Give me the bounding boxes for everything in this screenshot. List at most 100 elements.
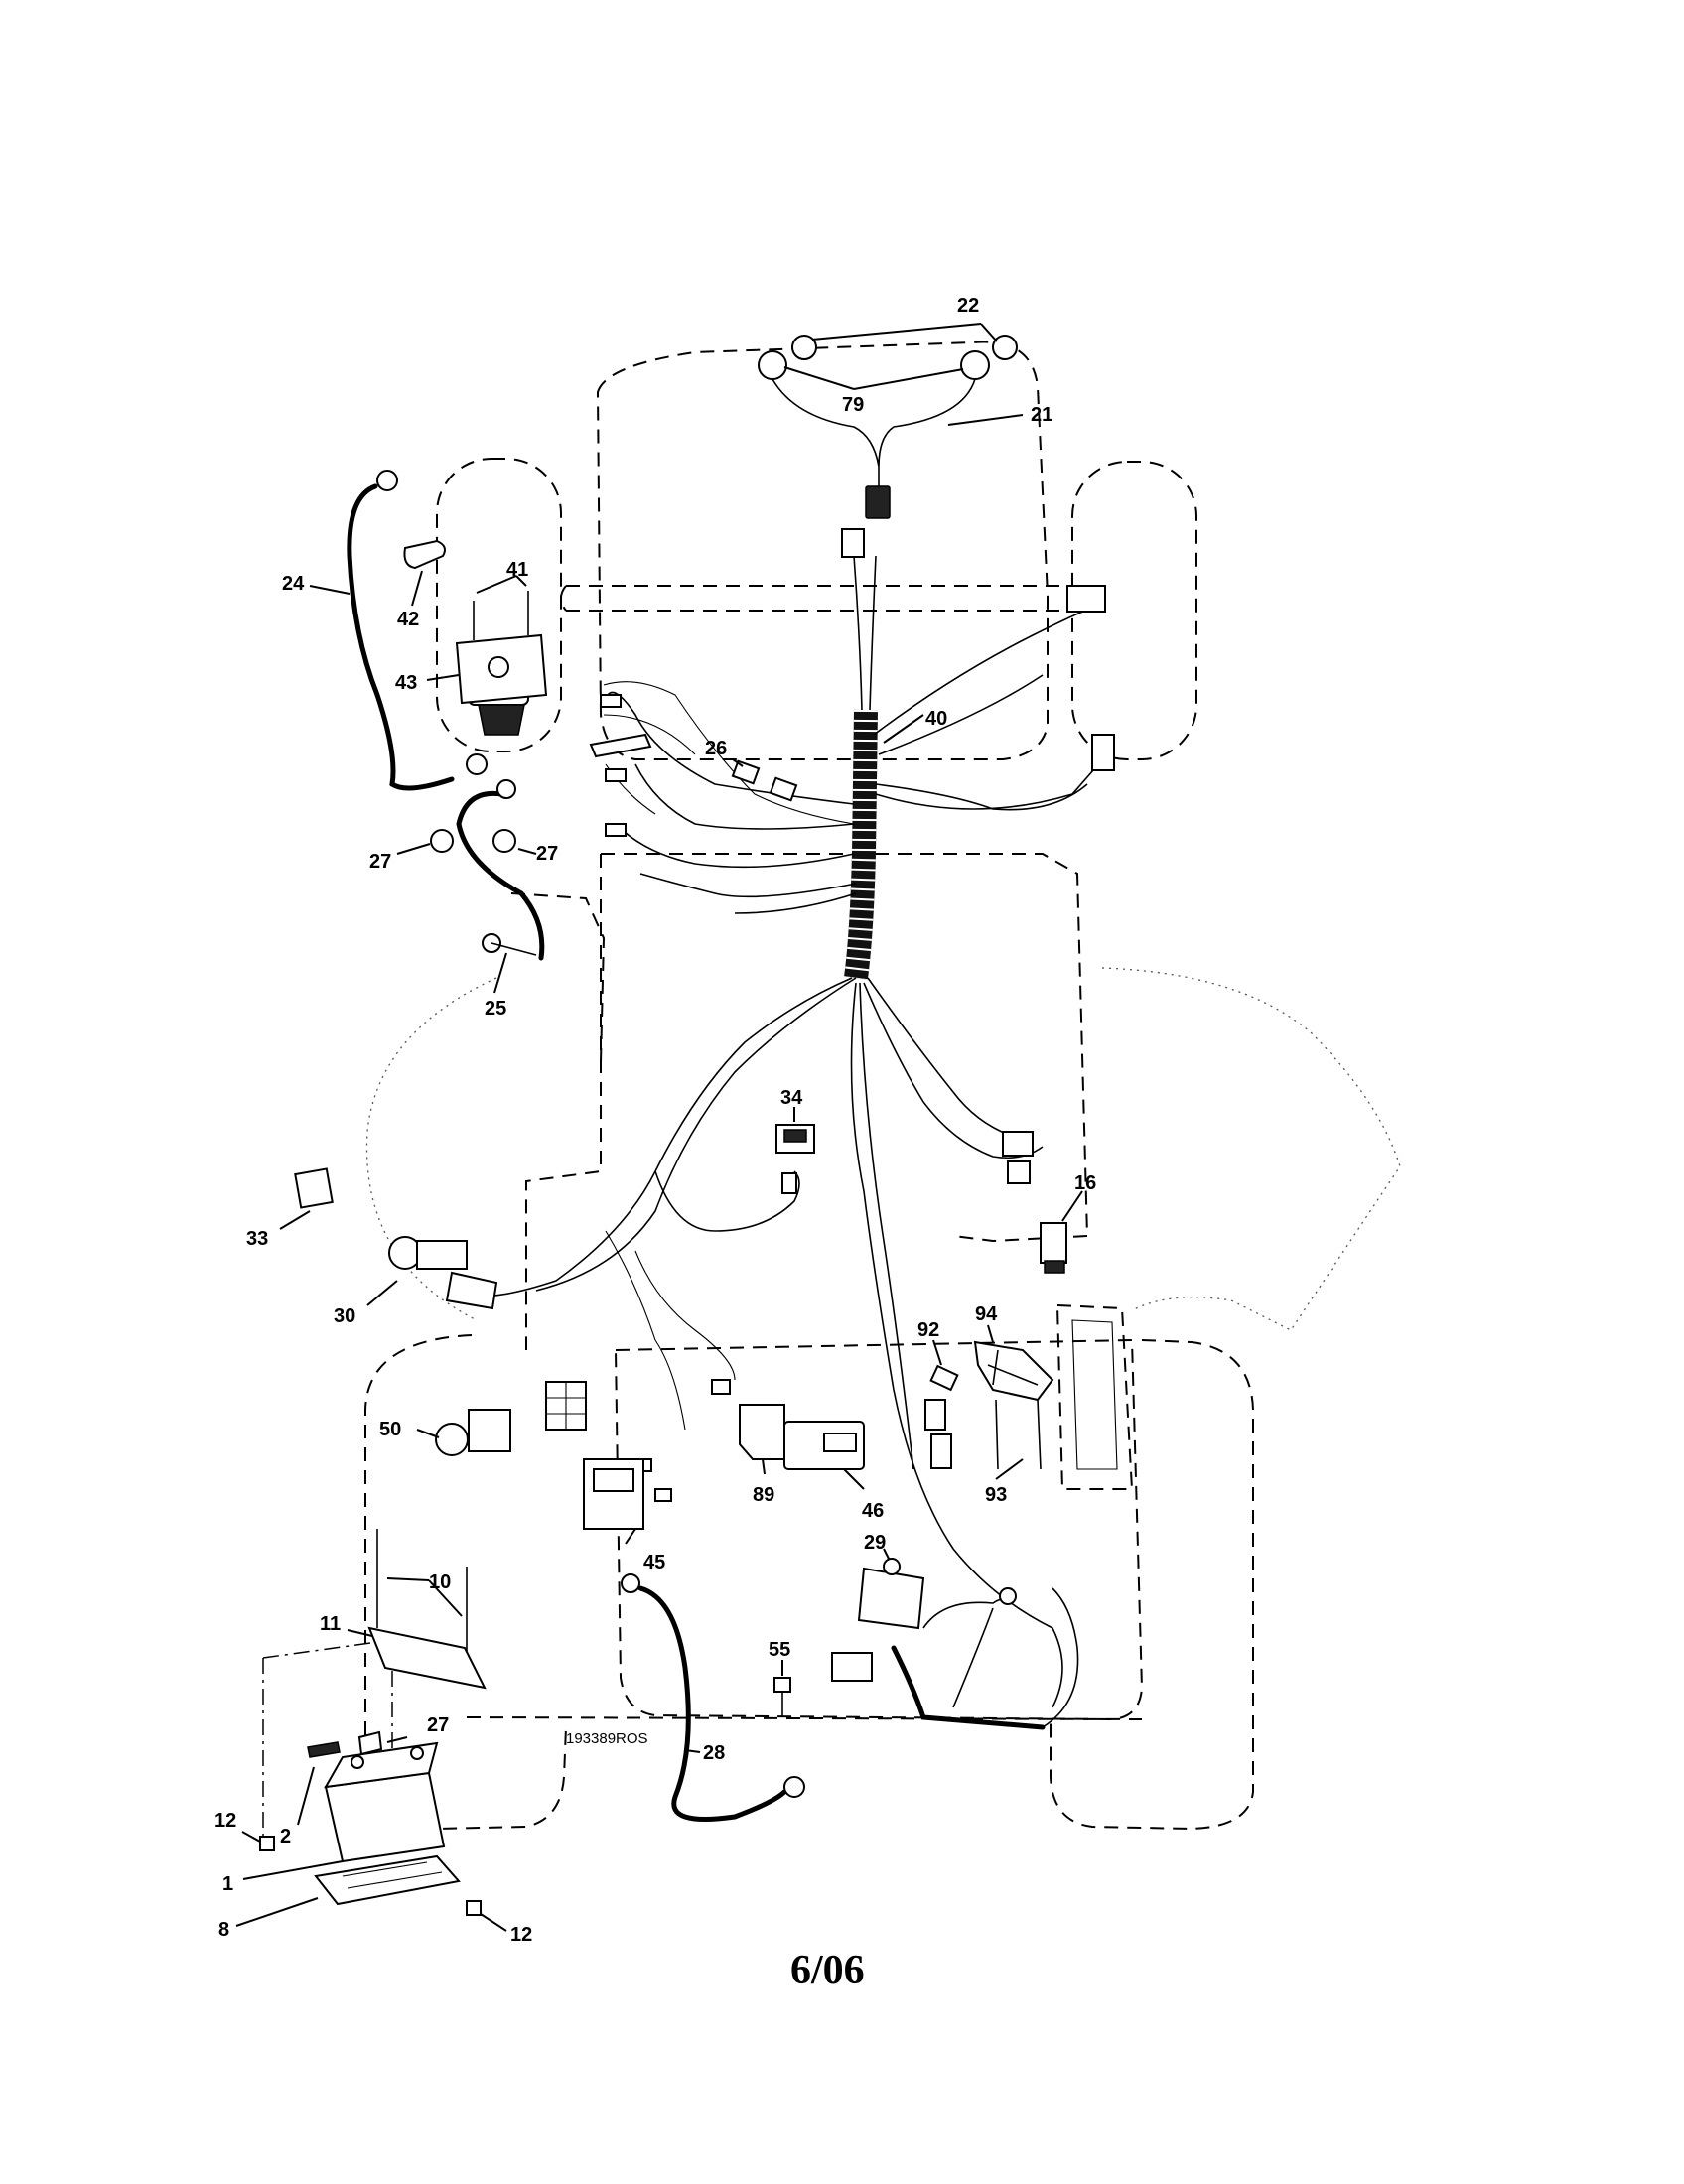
leader-27-right — [517, 848, 537, 855]
ground-terminal — [999, 1587, 1017, 1605]
leader-40 — [883, 714, 924, 744]
leader-93 — [995, 1458, 1024, 1480]
switch-29-plunger — [883, 1558, 901, 1575]
leader-12-right — [480, 1913, 507, 1932]
battery-terminal-positive — [351, 1755, 364, 1769]
callout-22: 22 — [957, 295, 979, 317]
leader-79-right — [853, 368, 964, 390]
connector-tab-a — [711, 1379, 731, 1395]
callout-24: 24 — [282, 573, 305, 595]
leader-22-left — [811, 323, 982, 341]
connector-upper-right — [1066, 585, 1106, 613]
callout-94: 94 — [975, 1303, 998, 1325]
leader-28 — [684, 1749, 701, 1753]
switch-50-knob — [435, 1423, 469, 1456]
callout-28: 28 — [703, 1742, 725, 1764]
headlight-bulb-left — [791, 335, 817, 360]
connector-mid-right — [1091, 734, 1115, 771]
leader-27-left — [396, 843, 431, 855]
cable-25-terminal-top — [496, 779, 516, 799]
rear-left-wheel-outline — [364, 1334, 567, 1831]
switch-29-group — [831, 1548, 1079, 1730]
rear-right-wheel-outline — [1050, 1339, 1254, 1831]
clip-left-1 — [600, 694, 622, 708]
callout-93: 93 — [985, 1484, 1007, 1506]
callout-41: 41 — [506, 559, 528, 581]
callout-10: 10 — [429, 1571, 451, 1593]
harness-branch-right-lower — [875, 753, 1108, 811]
switch-34-connector — [781, 1172, 797, 1194]
connector-tab-c — [654, 1488, 672, 1502]
bracket-89 — [739, 1404, 785, 1460]
callout-79: 79 — [842, 394, 864, 416]
bolt-55-group — [773, 1660, 791, 1717]
callout-29: 29 — [864, 1532, 886, 1554]
switch-29-connector — [831, 1652, 873, 1682]
callout-89: 89 — [753, 1484, 774, 1506]
battery-tray-8 — [314, 1854, 461, 1906]
cable-28-terminal-bottom — [783, 1776, 805, 1798]
battery-1 — [324, 1771, 446, 1863]
callout-34: 34 — [780, 1087, 803, 1109]
callout-30: 30 — [334, 1305, 355, 1327]
switch-16-base — [1044, 1260, 1065, 1274]
callout-8: 8 — [218, 1919, 229, 1941]
leader-46 — [843, 1468, 865, 1490]
leader-43 — [426, 674, 460, 681]
hood-outline — [596, 341, 1049, 760]
leader-94 — [987, 1324, 994, 1343]
callout-92: 92 — [917, 1319, 939, 1341]
switch-29 — [857, 1567, 925, 1630]
callout-33: 33 — [246, 1228, 268, 1250]
leader-16 — [1061, 1190, 1083, 1222]
relay-33 — [294, 1167, 334, 1209]
callout-27b: 27 — [536, 843, 558, 865]
headlight-socket-left — [758, 350, 787, 380]
harness-branch-right — [873, 607, 1093, 755]
callout-27c: 27 — [427, 1714, 449, 1736]
harness-branch-left-low — [639, 873, 857, 914]
cable-25-lug — [491, 942, 537, 956]
bolt-2 — [307, 1741, 341, 1758]
battery-tray-grid — [342, 1861, 443, 1889]
front-right-wheel-outline — [1071, 461, 1197, 760]
module-92 — [929, 1364, 959, 1392]
headlight-harness-plug — [841, 528, 865, 558]
harness-branch-down-mid — [850, 982, 1063, 1708]
harness-branch-down-main — [466, 977, 857, 1297]
callout-25: 25 — [485, 998, 506, 1020]
module-92-plug-a — [924, 1399, 946, 1431]
leader-26 — [732, 758, 744, 767]
ground-cable-loop — [922, 1587, 1079, 1728]
leader-22-right — [980, 323, 998, 342]
hour-meter-group — [739, 1404, 865, 1490]
fuse-holder-26-b — [769, 776, 798, 802]
fuse-holder-26-a — [731, 759, 761, 785]
front-axle-outline — [560, 585, 1078, 612]
harness-branch-down-right — [863, 977, 1044, 1160]
rear-body-outline — [614, 1338, 1144, 1721]
leader-11 — [347, 1629, 373, 1637]
headlight-bulb-right — [992, 335, 1018, 360]
battery-holddown-group — [347, 1529, 487, 1690]
headlight-connector — [865, 485, 891, 519]
ignition-switch-body — [416, 1240, 468, 1270]
callout-50: 50 — [379, 1419, 401, 1440]
fuse-holder-assembly — [731, 758, 798, 802]
leader-29 — [883, 1548, 890, 1560]
main-wiring-harness — [466, 555, 1108, 1708]
right-connectors — [1002, 585, 1115, 1184]
leader-1 — [242, 1860, 344, 1880]
pedal-area-outline — [1055, 1303, 1134, 1490]
headlight-assembly — [758, 323, 1024, 558]
cable-24 — [347, 483, 455, 791]
switch-50-group — [416, 1409, 511, 1456]
module-94-detail — [987, 1349, 1039, 1386]
nut-27-right — [492, 829, 516, 853]
leader-92 — [932, 1339, 942, 1366]
headlight-harness — [772, 378, 976, 486]
ignition-plug — [445, 1271, 498, 1310]
solenoid-body — [478, 704, 525, 736]
leader-10 — [386, 1577, 463, 1617]
